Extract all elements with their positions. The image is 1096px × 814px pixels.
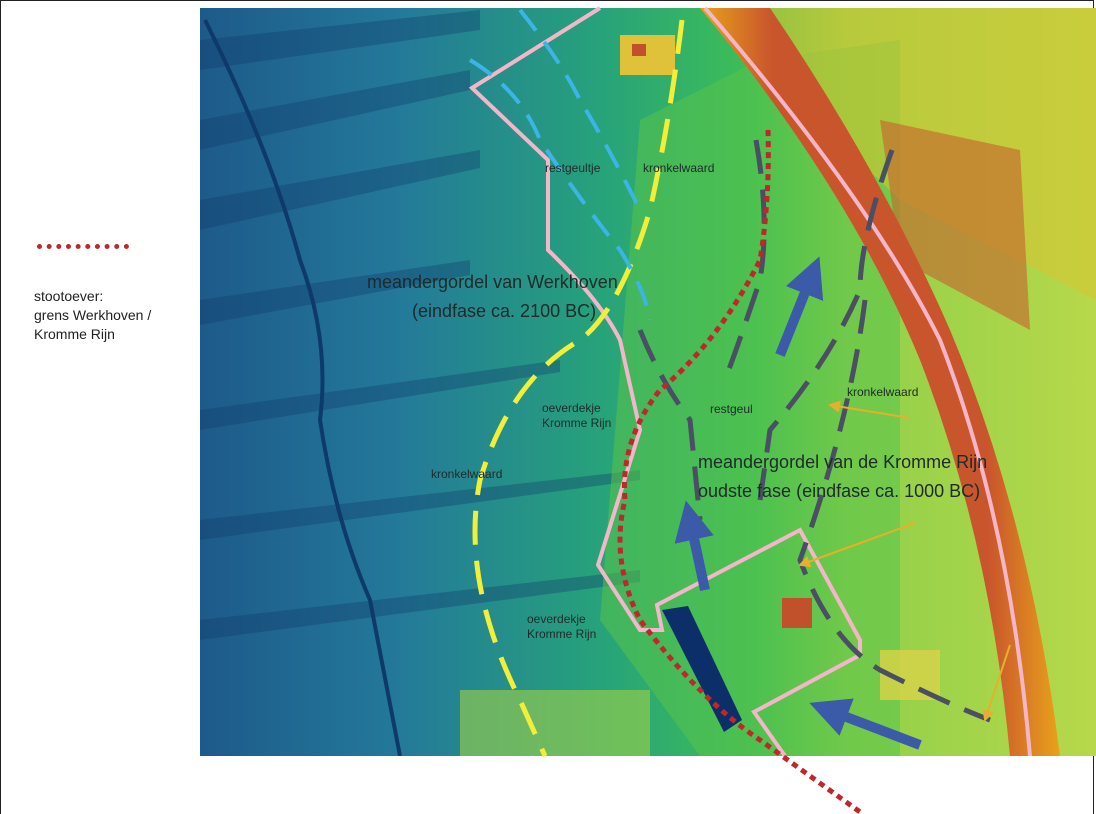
legend-boundary-swatch	[37, 244, 129, 249]
label-werkhoven-phase: (eindfase ca. 2100 BC)	[412, 301, 596, 321]
pointer-arrow	[982, 644, 1011, 722]
werkhoven-meander-outline	[472, 19, 685, 758]
label-oeverdekje-2a: oeverdekje	[527, 612, 586, 626]
pointer-arrow	[798, 522, 916, 568]
label-kromme-belt: meandergordel van de Kromme Rijn	[698, 452, 987, 472]
restgeultje-channel	[468, 58, 652, 321]
flow-arrow	[674, 500, 714, 592]
legend: stootoever: grens Werkhoven / Kromme Rij…	[0, 0, 200, 400]
label-werkhoven-belt: meandergordel van Werkhoven	[367, 272, 618, 292]
label-restgeul: restgeul	[710, 402, 753, 416]
kromme-rijn-meander-outline	[637, 139, 991, 723]
flow-arrow	[775, 256, 824, 357]
label-kronkelwaard-right: kronkelwaard	[847, 385, 918, 399]
label-kromme-phase: oudste fase (eindfase ca. 1000 BC)	[698, 481, 980, 501]
stootoever-boundary	[617, 129, 862, 814]
map-raster	[200, 8, 1096, 756]
legend-boundary-label: stootoever: grens Werkhoven / Kromme Rij…	[34, 288, 152, 342]
label-kronkelwaard-left: kronkelwaard	[431, 467, 502, 481]
flow-arrows	[674, 256, 922, 750]
label-kronkelwaard-top: kronkelwaard	[643, 161, 714, 175]
label-oeverdekje-2b: Kromme Rijn	[527, 627, 596, 641]
pointer-arrow	[828, 400, 911, 419]
label-oeverdekje-1b: Kromme Rijn	[542, 416, 611, 430]
study-area-boundary	[468, 6, 1032, 758]
label-restgeultje: restgeultje	[545, 161, 601, 175]
flow-arrow	[809, 698, 922, 750]
label-oeverdekje-1a: oeverdekje	[542, 401, 601, 415]
pointer-arrows	[798, 400, 1011, 722]
